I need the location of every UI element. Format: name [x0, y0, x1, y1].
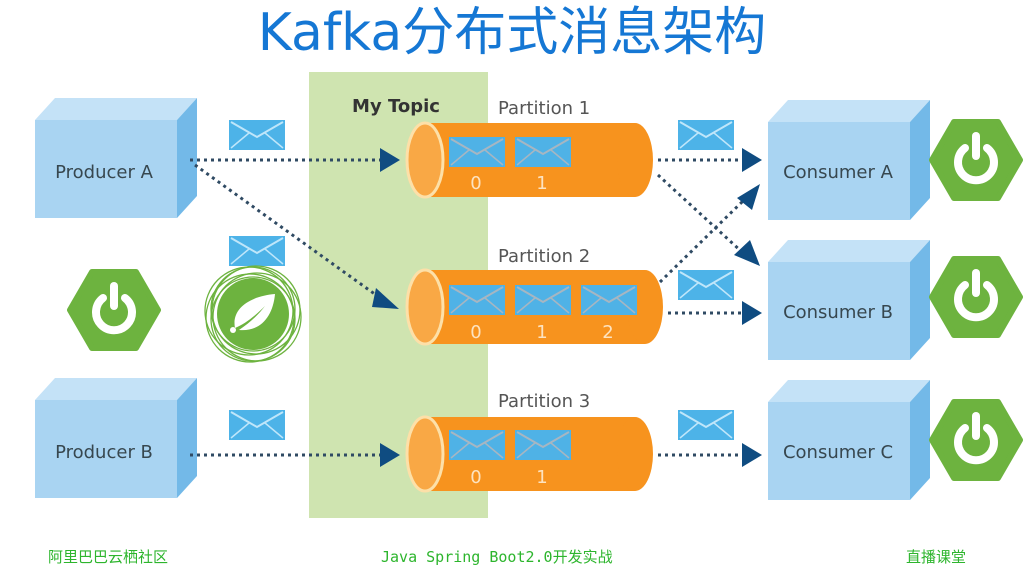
flow-arrow-p1-consumer-b: [656, 173, 744, 254]
envelope-icon: [228, 235, 286, 267]
producer-b-label: Producer B: [55, 442, 153, 463]
consumer-a-label: Consumer A: [783, 162, 894, 183]
offset-label: 0: [470, 322, 481, 343]
topic-label: My Topic: [352, 96, 440, 117]
arrowhead-icon: [380, 148, 400, 172]
page-title: Kafka分布式消息架构: [257, 3, 767, 63]
consumer-c-node: Consumer C: [768, 380, 930, 500]
producer-a-node: Producer A: [35, 98, 197, 218]
offset-label: 0: [470, 173, 481, 194]
flow-arrow-p2-consumer-a: [658, 198, 746, 284]
footer-center-text: Java Spring Boot2.0开发实战: [381, 548, 613, 566]
message-icon: [514, 284, 572, 316]
producer-b-node: Producer B: [35, 378, 197, 498]
spring-boot-power-icon: [932, 259, 1020, 335]
spring-boot-power-icon: [70, 272, 158, 348]
envelope-icon: [228, 409, 286, 441]
offset-label: 1: [536, 467, 547, 488]
arrowhead-icon: [742, 148, 762, 172]
message-icon: [514, 429, 572, 461]
offset-label: 1: [536, 322, 547, 343]
offset-label: 1: [536, 173, 547, 194]
spring-leaf-icon: [204, 265, 302, 363]
message-icon: [448, 284, 506, 316]
consumer-b-node: Consumer B: [768, 240, 930, 360]
arrowhead-icon: [372, 288, 399, 309]
offset-label: 2: [602, 322, 613, 343]
partition-2-label: Partition 2: [498, 246, 590, 267]
partition-1-cylinder: 0 1: [405, 121, 653, 199]
envelope-icon: [677, 269, 735, 301]
spring-boot-power-icon: [932, 122, 1020, 198]
envelope-icon: [677, 119, 735, 151]
envelope-icon: [677, 409, 735, 441]
spring-boot-power-icon: [932, 402, 1020, 478]
arrowhead-icon: [742, 443, 762, 467]
message-icon: [514, 136, 572, 168]
message-icon: [580, 284, 638, 316]
envelope-icon: [228, 119, 286, 151]
partition-1-label: Partition 1: [498, 98, 590, 119]
footer-right-text: 直播课堂: [906, 548, 967, 566]
consumer-a-node: Consumer A: [768, 100, 930, 220]
partition-3-label: Partition 3: [498, 391, 590, 412]
arrowhead-icon: [380, 443, 400, 467]
producer-a-label: Producer A: [55, 162, 153, 183]
consumer-c-label: Consumer C: [783, 442, 893, 463]
arrowhead-icon: [734, 240, 760, 266]
message-icon: [448, 136, 506, 168]
partition-2-cylinder: 0 1 2: [405, 268, 663, 346]
arrowhead-icon: [742, 301, 762, 325]
message-icon: [448, 429, 506, 461]
consumer-b-label: Consumer B: [783, 302, 893, 323]
offset-label: 0: [470, 467, 481, 488]
arrowhead-icon: [737, 184, 760, 210]
partition-3-cylinder: 0 1: [405, 415, 653, 493]
footer-left-text: 阿里巴巴云栖社区: [48, 548, 169, 566]
